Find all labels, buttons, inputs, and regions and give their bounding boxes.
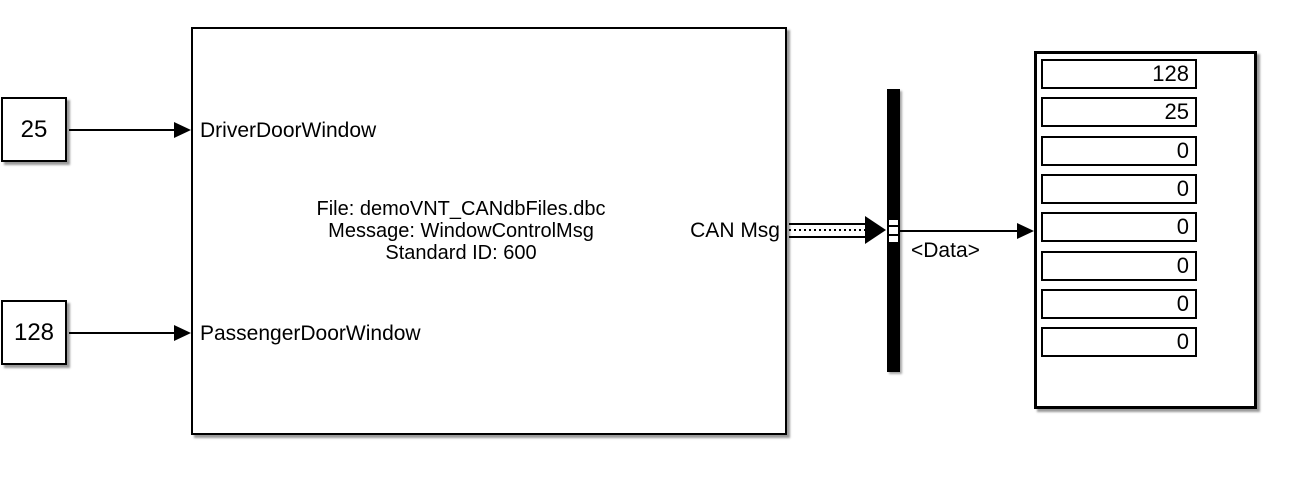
output-port-label-can-msg: CAN Msg: [690, 219, 780, 242]
display-value: 0: [1176, 176, 1189, 201]
arrowhead-icon: [174, 122, 191, 138]
display-field: 0: [1041, 174, 1197, 204]
display-field: 25: [1041, 97, 1197, 127]
wire-const128-to-pack[interactable]: [69, 332, 175, 334]
constant-block-128[interactable]: 128: [1, 300, 67, 365]
bus-port-divider: [889, 234, 898, 236]
display-value: 0: [1176, 138, 1189, 163]
constant-value: 25: [20, 115, 48, 143]
display-value: 0: [1176, 329, 1189, 354]
constant-block-25[interactable]: 25: [1, 97, 67, 162]
display-field: 128: [1041, 59, 1197, 89]
arrowhead-icon: [174, 325, 191, 341]
can-message-wire[interactable]: [789, 223, 866, 238]
can-pack-block[interactable]: [191, 27, 787, 435]
message-wire-dotted-core: [789, 229, 866, 231]
info-line-standard-id: Standard ID: 600: [385, 242, 537, 264]
bus-selector-port-icon: [887, 218, 900, 244]
display-value: 25: [1164, 99, 1189, 124]
data-signal-wire[interactable]: [900, 230, 1017, 232]
constant-value: 128: [13, 318, 55, 346]
display-value: 0: [1176, 253, 1189, 278]
display-value: 0: [1176, 291, 1189, 316]
arrowhead-icon: [1017, 223, 1034, 239]
block-info-text: File: demoVNT_CANdbFiles.dbc Message: Wi…: [191, 198, 731, 264]
input-port-label-passenger-door-window: PassengerDoorWindow: [200, 322, 421, 345]
input-port-label-driver-door-window: DriverDoorWindow: [200, 119, 377, 142]
display-field: 0: [1041, 327, 1197, 357]
bus-port-divider: [889, 225, 898, 227]
display-field: 0: [1041, 136, 1197, 166]
data-signal-label: <Data>: [911, 239, 980, 262]
display-field: 0: [1041, 289, 1197, 319]
display-value: 0: [1176, 214, 1189, 239]
wire-const25-to-pack[interactable]: [69, 129, 175, 131]
display-value: 128: [1152, 61, 1189, 86]
arrowhead-icon: [865, 216, 886, 244]
info-line-message: Message: WindowControlMsg: [328, 220, 594, 242]
display-field: 0: [1041, 251, 1197, 281]
info-line-file: File: demoVNT_CANdbFiles.dbc: [316, 198, 606, 220]
display-field: 0: [1041, 212, 1197, 242]
display-block[interactable]: 128 25 0 0 0 0 0 0: [1034, 51, 1257, 409]
